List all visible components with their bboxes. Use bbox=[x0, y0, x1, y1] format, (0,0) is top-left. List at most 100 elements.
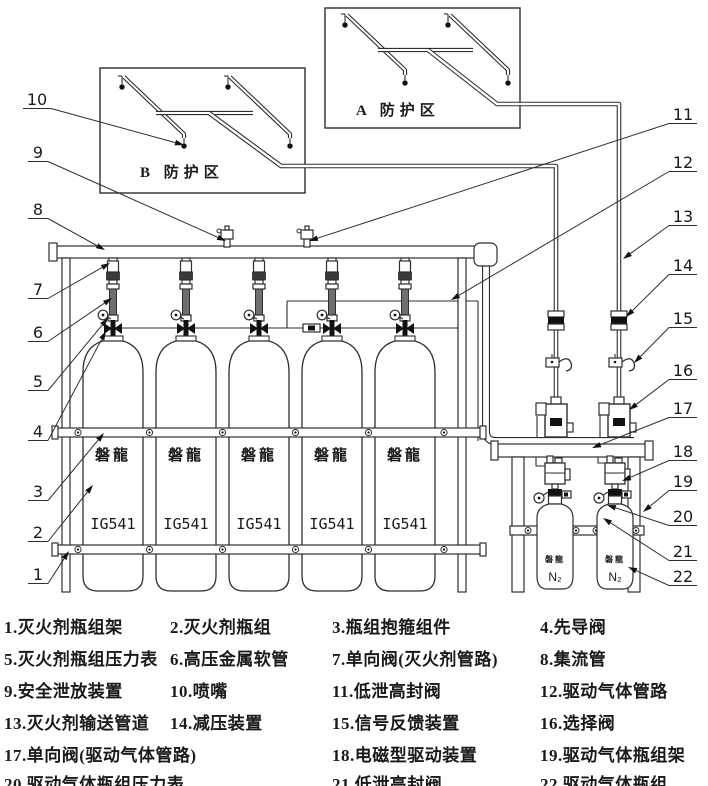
callout-number: 4 bbox=[33, 422, 43, 441]
flex-hose-icon bbox=[253, 288, 265, 322]
n2-brand-label: 磐龍 bbox=[545, 554, 565, 564]
legend-item-9: 9.安全泄放装置 bbox=[4, 682, 123, 701]
bottle-low-leak-valve-icon bbox=[561, 490, 572, 499]
flex-hose-icon bbox=[180, 288, 192, 322]
legend-item-10: 10.喷嘴 bbox=[170, 682, 228, 701]
nozzle-icon bbox=[341, 13, 348, 28]
cylinder-body bbox=[228, 340, 290, 592]
callout-number: 14 bbox=[673, 256, 693, 275]
callout-number: 22 bbox=[673, 567, 693, 586]
cylinder-model-label: IG541 bbox=[236, 515, 281, 533]
callout-number: 6 bbox=[33, 323, 43, 342]
callout-13: 13 bbox=[623, 207, 697, 259]
callout-number: 17 bbox=[673, 399, 693, 418]
pressure-gauge-icon bbox=[243, 309, 258, 321]
nozzle-icon bbox=[224, 75, 231, 90]
cylinder-body bbox=[374, 340, 436, 592]
legend-item-7: 7.单向阀(灭火剂管路) bbox=[332, 650, 499, 669]
check-valve-icon bbox=[106, 257, 120, 290]
flex-hose-icon bbox=[326, 288, 338, 322]
n2-bottle-group: 磐龍 N₂ bbox=[593, 455, 634, 590]
cylinder-body bbox=[82, 340, 144, 592]
legend-item-1: 1.灭火剂瓶组架 bbox=[4, 618, 123, 637]
legend-item-14: 14.减压装置 bbox=[170, 714, 263, 733]
callout-number: 18 bbox=[673, 442, 693, 461]
n2-gas-label: N₂ bbox=[608, 570, 622, 584]
pressure-reducer-icon bbox=[610, 310, 628, 331]
flex-hose-icon bbox=[107, 288, 119, 322]
legend-item-11: 11.低泄高封阀 bbox=[332, 682, 442, 701]
legend-item-6: 6.高压金属软管 bbox=[170, 650, 289, 669]
legend-item-13: 13.灭火剂输送管道 bbox=[4, 714, 150, 733]
callout-number: 7 bbox=[33, 280, 43, 299]
legend-item-5: 5.灭火剂瓶组压力表 bbox=[4, 650, 158, 669]
callout-18: 18 bbox=[622, 442, 697, 481]
cylinder-brand-label: 磐龍 bbox=[167, 446, 204, 464]
pressure-gauge-icon bbox=[97, 309, 112, 321]
check-valve-icon bbox=[325, 257, 339, 290]
callout-7: 7 bbox=[28, 263, 110, 299]
zone-label: B 防护区 bbox=[140, 163, 224, 181]
drive-gauge-icon bbox=[533, 491, 549, 504]
callout-4: 4 bbox=[28, 331, 106, 441]
pilot-valve-icon bbox=[396, 320, 414, 337]
callout-9: 9 bbox=[28, 143, 226, 241]
callout-21: 21 bbox=[603, 518, 697, 561]
callout-20: 20 bbox=[607, 505, 697, 526]
callout-number: 3 bbox=[33, 482, 43, 501]
zone-label: A 防护区 bbox=[356, 101, 440, 119]
legend-item-18: 18.电磁型驱动装置 bbox=[332, 746, 478, 765]
cylinder-body bbox=[301, 340, 363, 592]
clamp-bar bbox=[51, 542, 487, 557]
callout-5: 5 bbox=[28, 318, 108, 391]
callout-16: 16 bbox=[629, 361, 697, 410]
nozzle-icon bbox=[287, 138, 293, 149]
pressure-gauge-icon bbox=[389, 309, 404, 321]
flex-hose-icon bbox=[399, 288, 411, 322]
legend-item-2: 2.灭火剂瓶组 bbox=[170, 618, 272, 637]
callout-number: 15 bbox=[673, 309, 693, 328]
callout-number: 21 bbox=[673, 542, 693, 561]
n2-bottle-body bbox=[536, 503, 574, 590]
drive-gauge-icon bbox=[593, 491, 609, 504]
safety-relief-valve-icon bbox=[216, 225, 234, 248]
callout-11: 11 bbox=[309, 105, 697, 241]
clamp-bar bbox=[51, 425, 487, 440]
solenoid-driver-icon bbox=[604, 455, 631, 490]
check-valve-icon bbox=[252, 257, 266, 290]
callout-number: 2 bbox=[33, 523, 43, 542]
callout-6: 6 bbox=[28, 298, 112, 342]
legend-item-8: 8.集流管 bbox=[540, 650, 607, 669]
zone-b-box: B 防护区 bbox=[99, 67, 559, 441]
pilot-valve-icon bbox=[323, 320, 341, 337]
pilot-valve-icon bbox=[250, 320, 268, 337]
cylinder-model-label: IG541 bbox=[309, 515, 354, 533]
callout-19: 19 bbox=[643, 472, 697, 512]
callout-3: 3 bbox=[28, 433, 104, 501]
legend-item-16: 16.选择阀 bbox=[540, 714, 616, 733]
legend-item-4: 4.先导阀 bbox=[540, 618, 607, 637]
low-leak-valve-icon bbox=[296, 225, 314, 248]
selector-valve-icon bbox=[598, 396, 637, 438]
cylinder-model-label: IG541 bbox=[163, 515, 208, 533]
n2-brand-label: 磐龍 bbox=[605, 554, 625, 564]
callout-17: 17 bbox=[592, 399, 697, 448]
callout-number: 8 bbox=[33, 200, 43, 219]
pilot-valve-icon bbox=[104, 320, 122, 337]
callout-number: 19 bbox=[673, 472, 693, 491]
bottle-low-leak-valve-icon bbox=[621, 490, 632, 499]
legend-item-15: 15.信号反馈装置 bbox=[332, 714, 460, 733]
selector-valve-icon bbox=[535, 396, 574, 438]
cylinder-model-label: IG541 bbox=[382, 515, 427, 533]
pressure-reducer-icon bbox=[547, 310, 565, 331]
callout-number: 16 bbox=[673, 361, 693, 380]
callout-1: 1 bbox=[28, 551, 69, 584]
zone-a-box: A 防护区 bbox=[324, 7, 622, 441]
callout-14: 14 bbox=[626, 256, 697, 317]
